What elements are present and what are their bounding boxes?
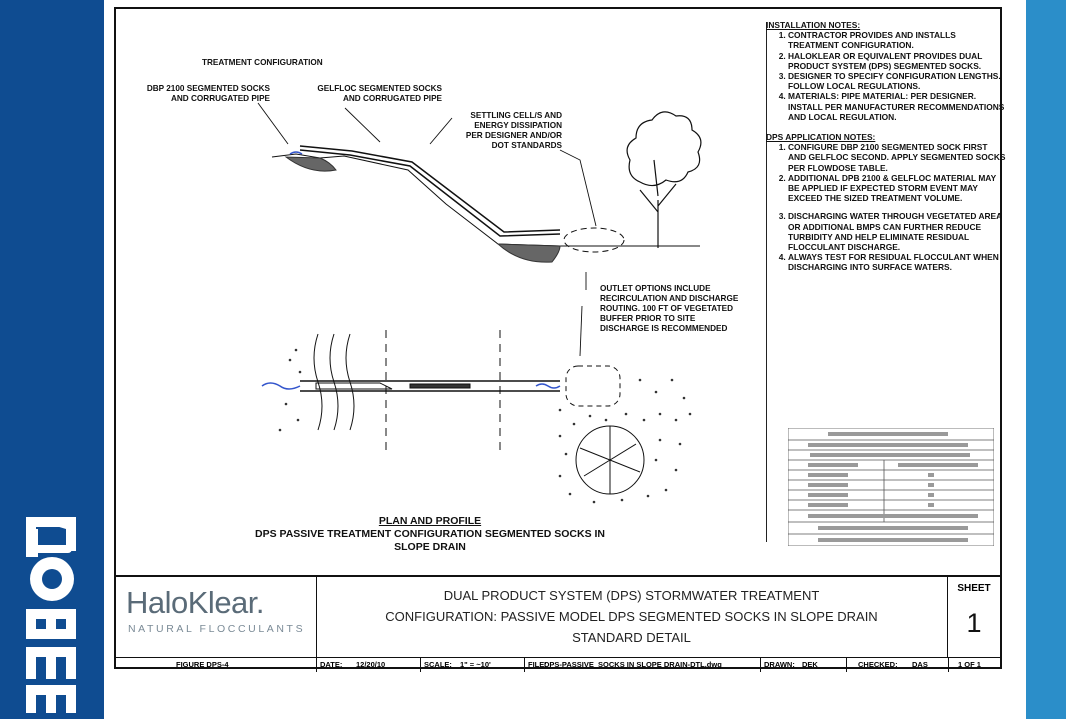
drawing-frame [114,7,1002,669]
title-block: HaloKlear. NATURAL FLOCCULANTS DUAL PROD… [116,575,1000,672]
profile-view [271,145,700,263]
list-item: ALWAYS TEST FOR RESIDUAL FLOCCULANT WHEN… [788,252,1006,272]
installation-notes-list: CONTRACTOR PROVIDES AND INSTALLS TREATME… [766,30,1006,122]
list-item: ADDITIONAL DPB 2100 & GELFLOC MATERIAL M… [788,173,1006,204]
drawing-caption: PLAN AND PROFILE DPS PASSIVE TREATMENT C… [254,515,606,553]
dps-notes-heading: DPS APPLICATION NOTES: [766,132,876,143]
figure-number: FIGURE DPS-4 [176,660,229,669]
stipple [278,348,692,504]
dps-notes-list: CONFIGURE DBP 2100 SEGMENTED SOCK FIRST … [766,142,1006,272]
drawn-by: DEK [802,660,818,669]
tree-icon [626,111,702,248]
notes-column: INSTALLATION NOTES: CONTRACTOR PROVIDES … [766,20,1006,273]
list-item: CONTRACTOR PROVIDES AND INSTALLS TREATME… [788,30,1006,50]
sheet-of: 1 OF 1 [958,660,981,669]
drawing-date: 12/20/10 [356,660,386,669]
list-item: HALOKLEAR OR EQUIVALENT PROVIDES DUAL PR… [788,51,1006,71]
list-item: DESIGNER TO SPECIFY CONFIGURATION LENGTH… [788,71,1006,91]
checked-by: DAS [912,660,928,669]
drawing-file: DPS-PASSIVE_SOCKS IN SLOPE DRAIN-DTL.dwg [544,660,722,669]
logo-tagline: NATURAL FLOCCULANTS [128,623,306,635]
title-block-meta-row: FIGURE DPS-4 DATE: 12/20/10 SCALE: 1" = … [116,657,1000,672]
treatment-config-label: TREATMENT CONFIGURATION [202,58,323,67]
drawing-scale: 1" = ~10' [460,660,491,669]
installation-notes-heading: INSTALLATION NOTES: [766,20,861,30]
list-item: CONFIGURE DBP 2100 SEGMENTED SOCK FIRST … [788,142,1006,173]
logo-wordmark: HaloKlear. [126,585,265,620]
list-item: DISCHARGING WATER THROUGH VEGETATED AREA… [788,211,1006,252]
flowdose-table-image [788,428,994,546]
haloklear-logo: HaloKlear. NATURAL FLOCCULANTS [116,577,317,657]
drawing-title: DUAL PRODUCT SYSTEM (DPS) STORMWATER TRE… [316,577,948,657]
drawing-sheet [104,0,1026,719]
plan-view [261,330,645,495]
dober-logo [26,517,76,713]
notes-divider [766,22,767,542]
left-brand-band [0,0,104,719]
list-item: MATERIALS: PIPE MATERIAL: PER DESIGNER. … [788,91,1006,122]
sheet-number-cell: SHEET 1 [957,583,991,638]
right-accent-band [1026,0,1066,719]
